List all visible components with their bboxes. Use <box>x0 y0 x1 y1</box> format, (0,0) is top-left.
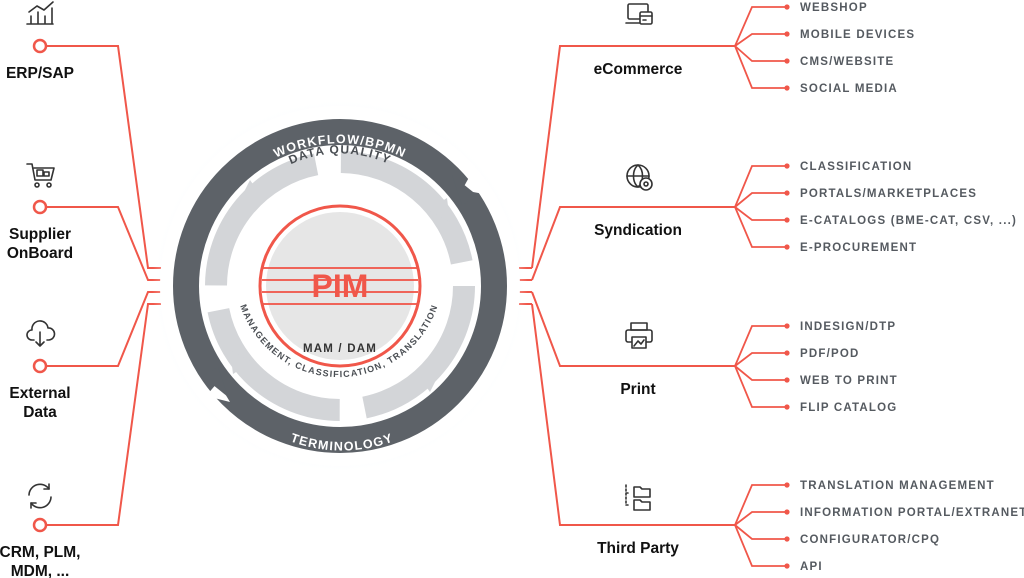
leaf-line <box>734 45 786 62</box>
leaf-label: CMS/WEBSITE <box>800 56 894 68</box>
leaf-label: MOBILE DEVICES <box>800 29 915 41</box>
folders-icon <box>625 484 651 511</box>
source-label: CRM, PLM, <box>0 544 80 561</box>
leaf-dot <box>784 190 790 196</box>
leaf-line <box>734 325 786 367</box>
leaf-line <box>734 192 786 208</box>
channel-0: eCommerce WEBSHOP MOBILE DEVICES CMS/WEBSIT… <box>594 2 915 95</box>
cart-icon <box>26 163 55 188</box>
source-0: ERP/SAP <box>6 1 74 82</box>
leaf-label: API <box>800 561 823 573</box>
channel-label: Third Party <box>597 540 679 557</box>
leaf-label: FLIP CATALOG <box>800 402 897 414</box>
leaf-dot <box>784 404 790 410</box>
chart-icon <box>26 1 54 25</box>
leaf-dot <box>784 482 790 488</box>
leaf-dot <box>784 536 790 542</box>
channel-line <box>531 45 735 269</box>
leaf-label: TRANSLATION MANAGEMENT <box>800 480 995 492</box>
printer-icon <box>625 322 653 349</box>
leaf-line <box>734 365 786 408</box>
leaf-label: INDESIGN/DTP <box>800 321 896 333</box>
leaf-dot <box>784 377 790 383</box>
source-label: ERP/SAP <box>6 65 74 82</box>
sync-icon <box>28 483 52 509</box>
leaf-line <box>734 365 786 381</box>
pim-core <box>258 204 422 368</box>
source-label: Supplier <box>9 226 71 243</box>
leaf-line <box>734 165 786 208</box>
source-node <box>32 517 48 533</box>
channel-line <box>531 291 735 367</box>
source-node <box>32 38 48 54</box>
leaf-dot <box>784 244 790 250</box>
source-label: Data <box>23 404 57 421</box>
leaf-dot <box>784 31 790 37</box>
source-label: OnBoard <box>7 245 73 262</box>
leaf-dot <box>784 85 790 91</box>
leaf-dot <box>784 217 790 223</box>
laptop-icon <box>625 3 653 25</box>
source-node <box>32 199 48 215</box>
globe-gear-icon <box>626 164 653 191</box>
leaf-dot <box>784 350 790 356</box>
leaf-label: PDF/POD <box>800 348 860 360</box>
source-label: External <box>9 385 70 402</box>
leaf-dot <box>784 58 790 64</box>
channel-line <box>531 206 735 281</box>
leaf-label: WEBSHOP <box>800 2 868 14</box>
channel-3: Third Party TRANSLATION MANAGEMENT INFORMA… <box>597 480 1024 573</box>
leaf-label: PORTALS/MARKETPLACES <box>800 188 977 200</box>
leaf-line <box>734 206 786 248</box>
outer-ring <box>173 119 507 453</box>
leaf-line <box>734 6 786 47</box>
leaf-dot <box>784 4 790 10</box>
leaf-dot <box>784 323 790 329</box>
leaf-dot <box>784 163 790 169</box>
channels: eCommerce WEBSHOP MOBILE DEVICES CMS/WEBSIT… <box>594 2 1024 573</box>
channel-label: eCommerce <box>594 61 683 78</box>
leaf-line <box>734 352 786 367</box>
core-lines <box>262 267 418 305</box>
leaf-dot <box>784 563 790 569</box>
leaf-line <box>734 33 786 47</box>
channel-1: Syndication CLASSIFICATION PORTALS/MARKETP… <box>594 161 1017 254</box>
leaf-label: CLASSIFICATION <box>800 161 912 173</box>
source-label: MDM, ... <box>11 563 70 578</box>
leaf-label: E-CATALOGS (BME-CAT, CSV, ...) <box>800 215 1017 227</box>
channel-label: Print <box>620 381 655 398</box>
leaf-label: CONFIGURATOR/CPQ <box>800 534 940 546</box>
leaf-label: E-PROCUREMENT <box>800 242 917 254</box>
cloud-download-icon <box>26 320 56 347</box>
leaf-line <box>734 511 786 526</box>
source-3: CRM, PLM, MDM, ... <box>0 483 80 578</box>
leaf-label: SOCIAL MEDIA <box>800 83 898 95</box>
pim-label: PIM <box>312 268 369 304</box>
mam-dam-label: MAM / DAM <box>303 343 377 355</box>
inner-ring <box>205 151 475 421</box>
leaf-line <box>734 524 786 567</box>
leaf-label: INFORMATION PORTAL/EXTRANET <box>800 507 1024 519</box>
leaf-label: WEB TO PRINT <box>800 375 898 387</box>
leaf-line <box>734 524 786 540</box>
leaf-line <box>734 206 786 221</box>
source-node <box>32 358 48 374</box>
leaf-dot <box>784 509 790 515</box>
leaf-line <box>734 45 786 89</box>
channel-line <box>531 303 735 526</box>
channel-label: Syndication <box>594 222 682 239</box>
leaf-line <box>734 484 786 526</box>
channel-2: Print INDESIGN/DTP PDF/POD WEB TO PRINT FLIP… <box>620 321 898 414</box>
